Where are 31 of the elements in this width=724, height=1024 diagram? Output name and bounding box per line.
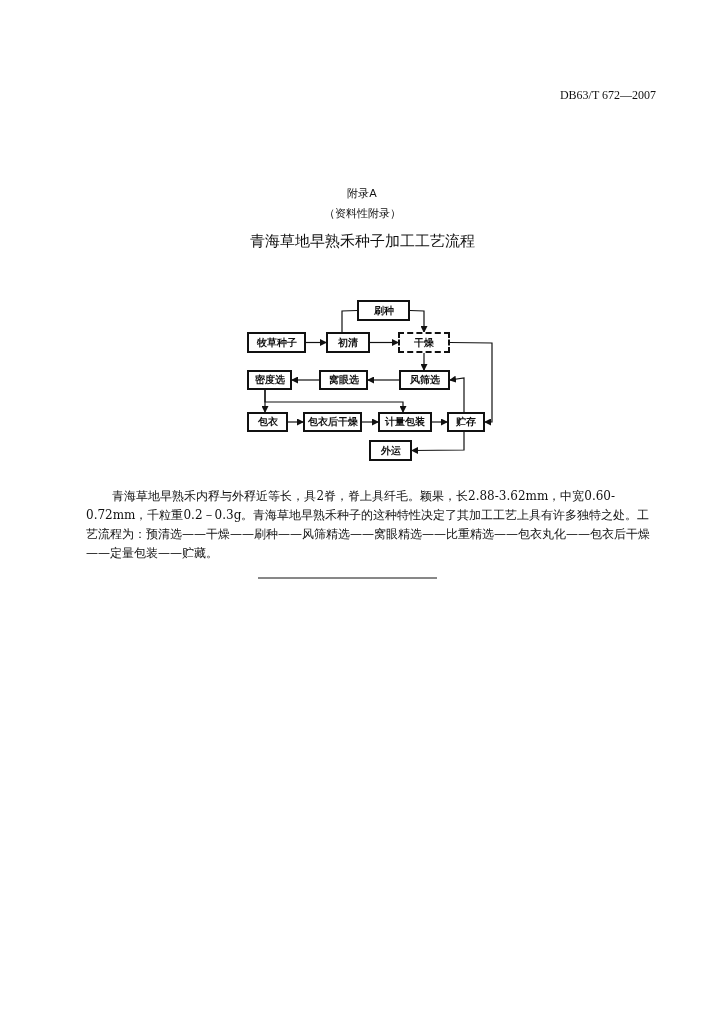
arrow: [449, 341, 493, 426]
arrow: [431, 418, 448, 426]
process-box: 包衣后干燥: [303, 412, 362, 432]
arrow: [361, 418, 379, 426]
process-box: 刷种: [357, 300, 410, 321]
arrow: [369, 339, 399, 346]
process-box: 外运: [369, 440, 412, 461]
arrow: [287, 418, 304, 426]
process-box: 初清: [326, 332, 370, 353]
process-box: 牧草种子: [247, 332, 306, 353]
process-box: 窝眼选: [319, 370, 368, 390]
process-box: 贮存: [447, 412, 485, 432]
arrow: [409, 309, 428, 333]
arrow: [264, 389, 407, 413]
diagram-title: 青海草地早熟禾种子加工工艺流程: [248, 232, 476, 251]
process-box: 密度选: [247, 370, 292, 390]
appendix-heading: 附录A: [346, 186, 378, 201]
arrow: [305, 339, 327, 346]
arrow: [420, 352, 428, 371]
arrow: [411, 431, 465, 454]
connector-line: [341, 309, 358, 333]
document-code: DB63/T 672—2007: [559, 88, 656, 103]
arrow: [449, 375, 465, 413]
appendix-note: （资料性附录）: [322, 206, 402, 221]
arrow: [291, 376, 320, 384]
body-paragraph: 青海草地早熟禾内稃与外稃近等长，具2脊，脊上具纤毛。颖果，长2.88-3.62mm，中宽0.60-0.72mm，千粒重0.2－0.3g。青海草地早熟禾种子的这种特性决定了其加工工艺上具有许多独特之处。工艺流程为：预清选——干燥——刷种——风筛精选——窝眼精选——比重精选——包衣丸化——包衣后干燥——定量包装——贮藏。: [86, 488, 651, 562]
process-box: 包衣: [247, 412, 288, 432]
arrow: [367, 376, 400, 384]
process-box: 风筛选: [399, 370, 450, 390]
process-box: 计量包装: [378, 412, 432, 432]
dashed-process-box: 干燥: [398, 332, 450, 353]
